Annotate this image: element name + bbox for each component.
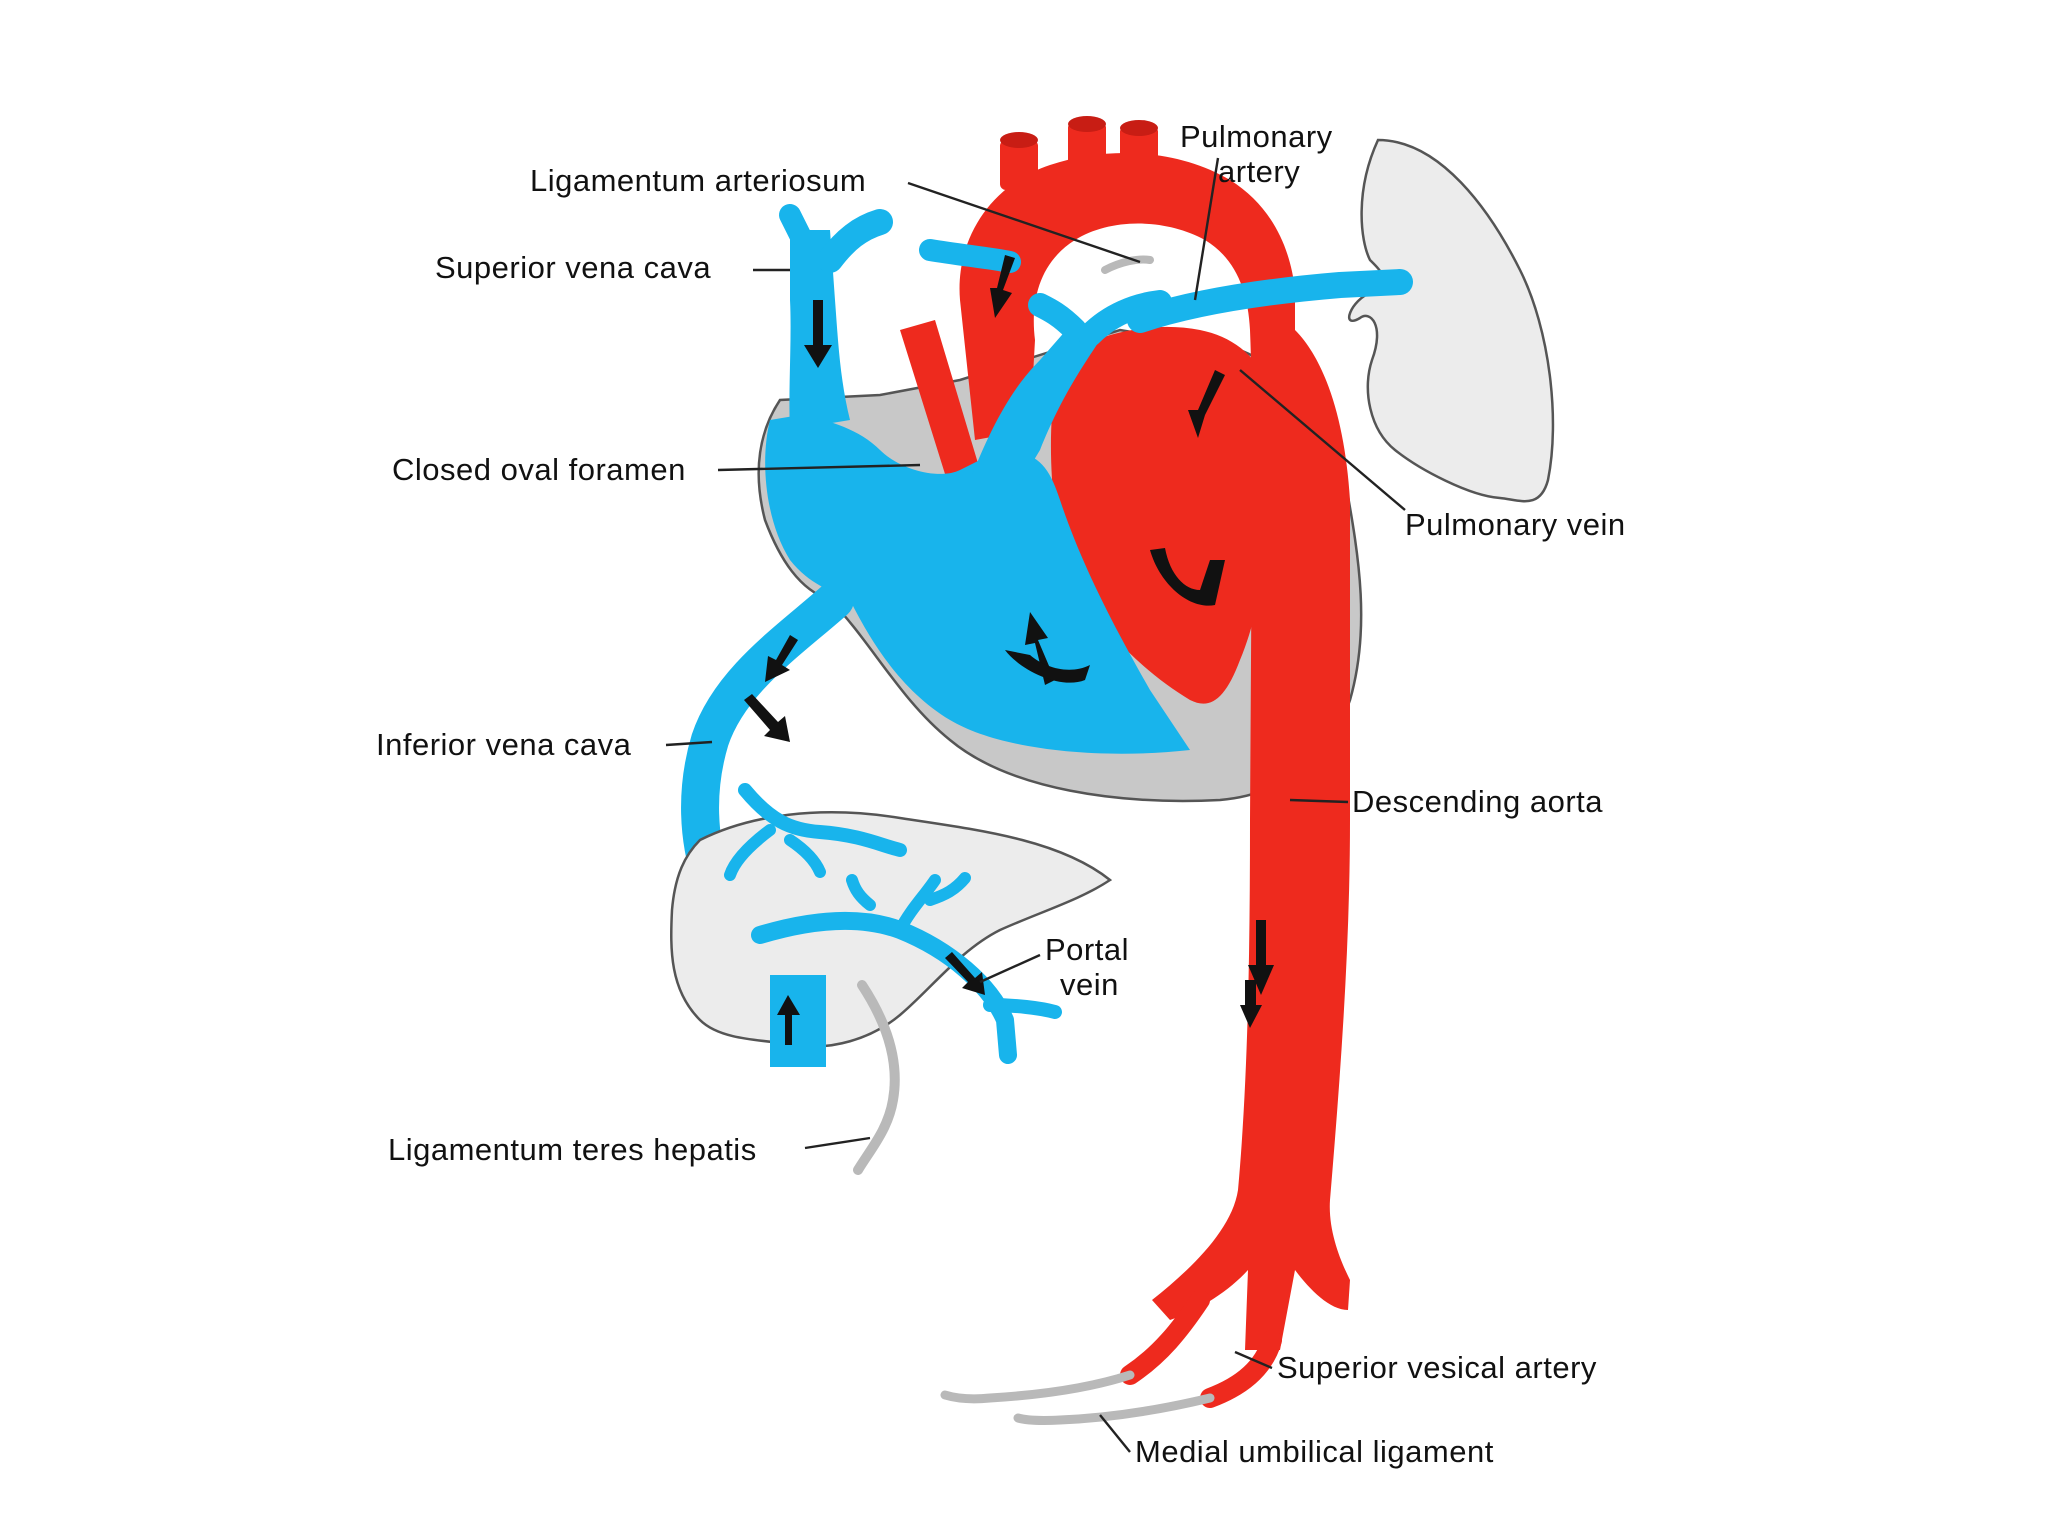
flow-arrow <box>777 995 800 1045</box>
leader-line <box>1099 1414 1131 1453</box>
label-portal-vein-line1: Portal <box>1045 932 1129 967</box>
flow-arrow <box>744 694 790 742</box>
portal-vein-branch <box>924 872 971 906</box>
pulmonary-trunk <box>970 320 1100 500</box>
pulmonary-trunk-red <box>900 320 980 490</box>
label-ligamentum-arteriosum: Ligamentum arteriosum <box>530 163 866 198</box>
leader-line <box>665 740 713 747</box>
label-pulmonary-artery-line2: artery <box>1218 154 1300 189</box>
hepatic-vein <box>738 783 907 857</box>
superior-vesical-artery-left <box>1200 1330 1282 1408</box>
descending-aorta <box>1152 330 1350 1350</box>
left-common-carotid <box>1068 122 1106 177</box>
flow-arrow <box>765 635 798 682</box>
flow-arrow <box>804 300 832 368</box>
flow-arrow <box>1188 370 1225 438</box>
leader-line <box>979 953 1041 984</box>
leader-line <box>1239 369 1406 511</box>
left-heart <box>1050 326 1276 704</box>
label-superior-vena-cava: Superior vena cava <box>435 250 711 285</box>
leader-line <box>907 181 1141 264</box>
superior-vesical-artery-right <box>1120 1290 1210 1385</box>
label-medial-umbilical-ligament: Medial umbilical ligament <box>1135 1434 1494 1469</box>
flow-arrow <box>1005 650 1090 683</box>
left-subclavian <box>1120 126 1158 178</box>
leader-line <box>804 1136 871 1150</box>
flow-arrow <box>1150 548 1225 606</box>
label-descending-aorta: Descending aorta <box>1352 784 1603 819</box>
pulmonary-vein-vessel <box>1127 269 1413 333</box>
leader-line <box>1193 157 1220 301</box>
brachiocephalic-trunk <box>1000 140 1038 190</box>
leader-line <box>717 463 921 472</box>
pulmonary-artery-right <box>1028 293 1087 342</box>
medial-umbilical-ligament-left <box>1013 1393 1215 1425</box>
svc-branch <box>779 204 811 246</box>
flow-arrow <box>1248 920 1274 995</box>
medial-umbilical-ligament-right <box>940 1370 1135 1404</box>
flow-arrow <box>945 952 985 995</box>
label-superior-vesical-artery: Superior vesical artery <box>1277 1350 1597 1385</box>
lung <box>1348 138 1555 503</box>
flow-arrow <box>990 255 1015 318</box>
label-ligamentum-teres-hepatis: Ligamentum teres hepatis <box>388 1132 757 1167</box>
pulmonary-vein-upper <box>919 239 1021 273</box>
label-portal-vein-line2: vein <box>1060 967 1119 1002</box>
hepatic-vein <box>724 824 776 881</box>
portal-vein-branch <box>846 874 876 911</box>
leader-line <box>1289 798 1349 804</box>
vessel-opening <box>1000 132 1038 148</box>
hepatic-vein <box>784 834 826 878</box>
flow-arrow <box>1240 980 1262 1028</box>
vessel-opening <box>1068 116 1106 132</box>
svc-branch <box>817 209 893 273</box>
ligamentum-teres-hepatis-vessel <box>853 980 900 1175</box>
label-inferior-vena-cava: Inferior vena cava <box>376 727 632 762</box>
leader-line <box>1234 1350 1273 1370</box>
ligamentum-arteriosum-vessel <box>1101 255 1154 274</box>
label-pulmonary-artery-line1: Pulmonary <box>1180 119 1333 154</box>
label-closed-oval-foramen: Closed oval foramen <box>392 452 686 487</box>
portal-vein-branch <box>983 998 1062 1019</box>
label-pulmonary-vein: Pulmonary vein <box>1405 507 1626 542</box>
vessel-opening <box>1120 120 1158 136</box>
portal-vein-branch <box>894 874 941 936</box>
aortic-arch <box>959 153 1295 440</box>
inferior-vena-cava-lower <box>770 975 826 1067</box>
